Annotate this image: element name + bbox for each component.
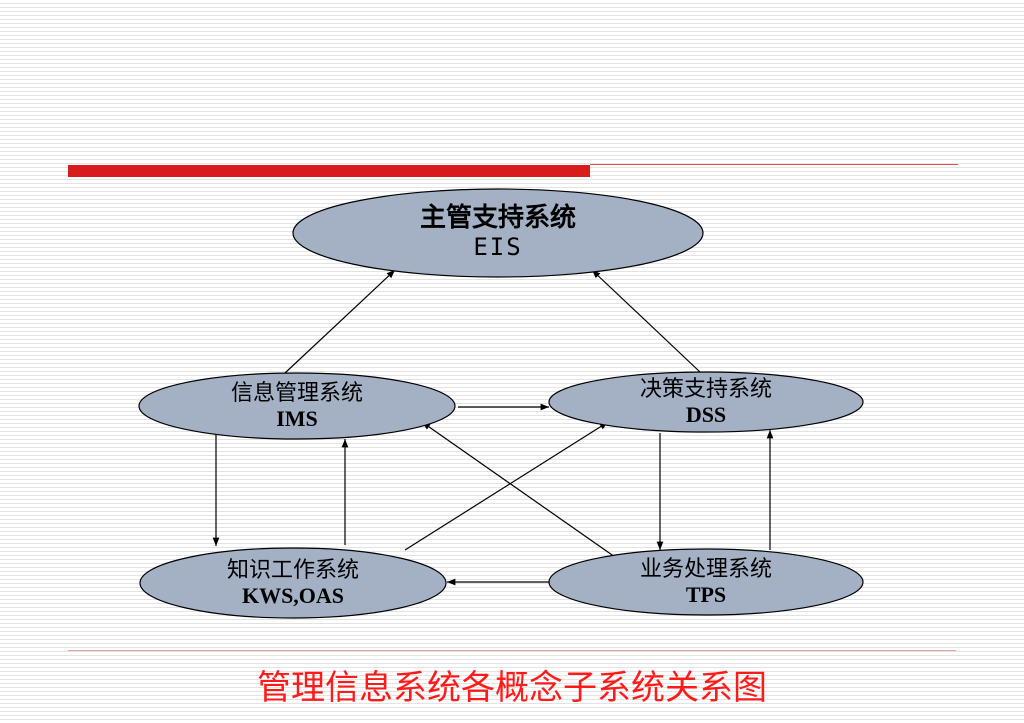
tps-name: 业务处理系统 [639,556,772,582]
title-accent-bar [68,165,590,177]
diagram-caption: 管理信息系统各概念子系统关系图 [257,668,767,708]
kws-ellipse [139,547,447,619]
tps-abbr: TPS [685,582,727,607]
dss-ellipse [548,371,864,433]
node-dss: 决策支持系统 DSS [549,371,863,433]
ims-abbr: IMS [276,406,318,431]
dss-abbr: DSS [685,402,727,427]
kws-name: 知识工作系统 [226,557,359,583]
arrow-dss-to-eis [591,269,701,373]
node-shapes [138,188,864,619]
ims-ellipse [138,372,456,440]
kws-abbr: KWS,OAS [241,583,345,608]
top-rule [590,164,958,165]
node-tps: 业务处理系统 TPS [549,549,863,615]
eis-ellipse [292,188,704,278]
bottom-rule [68,650,956,651]
ims-name: 信息管理系统 [230,380,363,406]
tps-ellipse [548,548,864,616]
node-kws: 知识工作系统 KWS,OAS [140,548,446,618]
node-ims: 信息管理系统 IMS [140,373,454,439]
dss-name: 决策支持系统 [639,376,772,402]
arrow-tps-to-ims [421,421,616,558]
arrow-ims-to-eis [284,269,396,374]
edge-layer [212,269,774,586]
node-eis: 主管支持系统 EIS [298,193,698,273]
eis-name: 主管支持系统 [419,203,576,234]
arrow-kws-to-dss [404,421,609,551]
eis-abbr: EIS [473,233,523,262]
